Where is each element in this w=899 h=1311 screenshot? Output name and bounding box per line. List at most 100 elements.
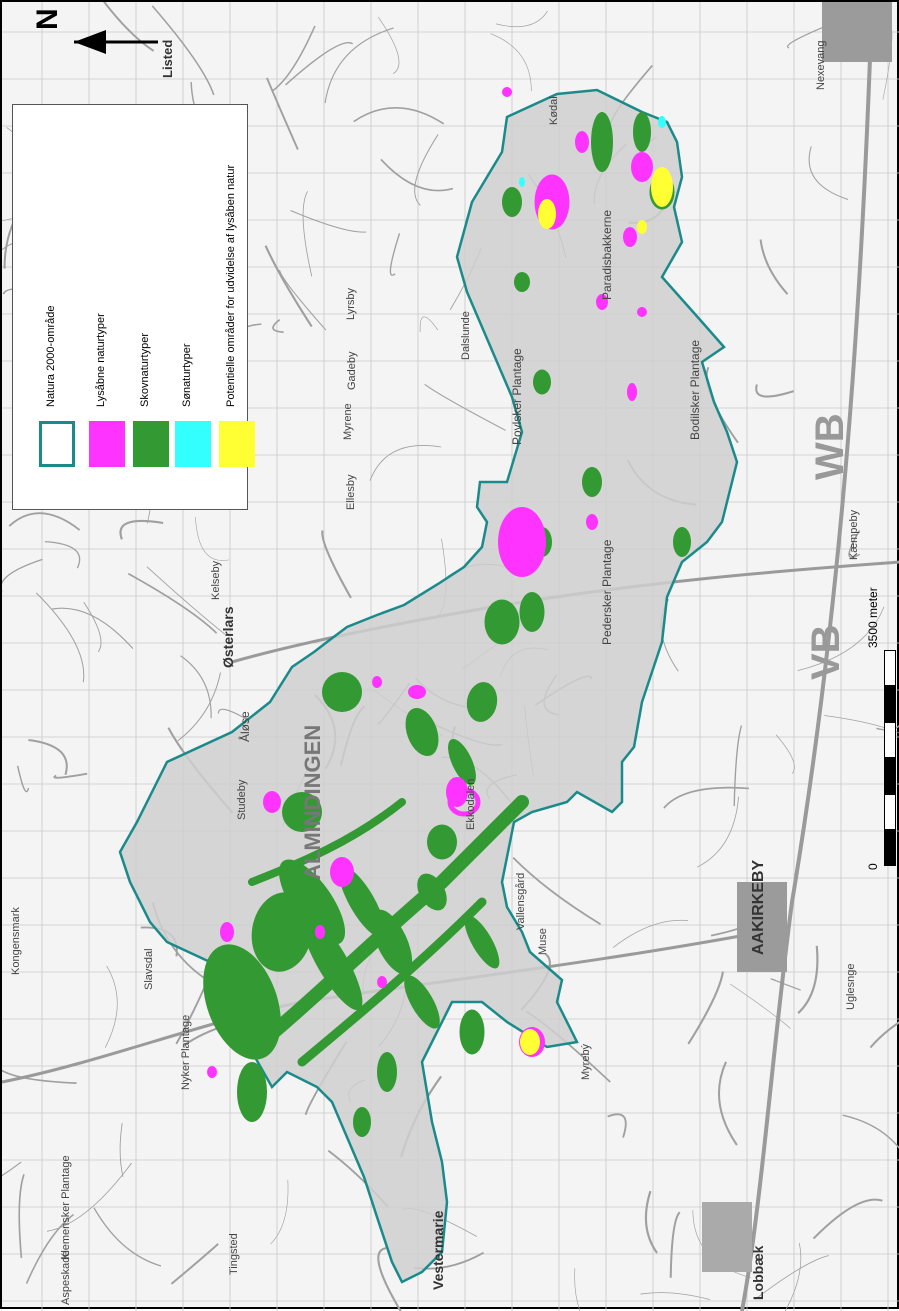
road [876,724,899,731]
legend-swatch [133,421,169,467]
road [53,772,88,779]
place-label: Muse [537,928,549,955]
legend-swatch [39,421,75,467]
legend-label: Potentielle områder for udvidelse af lys… [225,164,237,407]
legend-label: Sønaturtyper [181,343,193,407]
place-label: Østerlars [220,606,236,668]
forest-patch [673,527,691,557]
road [824,715,899,734]
place-label: Pedersker Plantage [600,539,614,645]
forest-patch [582,467,602,497]
place-label: Uglesnge [845,963,857,1010]
potential-area [520,1029,540,1055]
forest-patch [459,1009,485,1055]
place-label: Kelseby [210,560,222,600]
road [127,572,218,634]
road [177,672,221,742]
road [729,983,791,1029]
road [28,738,68,776]
potential-area [651,167,673,207]
forest-patch [237,1062,267,1122]
open-nature-patch [498,507,546,577]
forest-patch [464,915,500,969]
forest-patch [282,792,322,832]
road [842,1114,899,1150]
road [848,530,861,559]
town-aakirkeby [737,882,787,972]
place-label: AAKIRKEBY [750,859,767,955]
forest-patch [353,1107,371,1137]
place-label: Myrene [342,403,354,440]
forest-patch [514,272,530,292]
forest-patch [278,859,346,945]
forest-patch [322,672,362,712]
road [2,1161,22,1177]
road [775,734,795,774]
road [389,233,401,276]
road [16,765,30,793]
road [490,33,532,92]
place-label: Nyker Plantage [180,1014,192,1090]
road [2,558,43,592]
road [755,384,795,398]
forest-patch [405,707,439,757]
open-nature-patch [637,307,647,317]
road [217,708,251,722]
road [44,541,81,569]
place-label: Bodilsker Plantage [688,339,702,440]
road [640,1292,710,1300]
open-nature-patch [502,87,512,97]
road [754,1255,829,1300]
forest-corridor [248,798,406,886]
road [733,725,743,807]
road [271,25,316,93]
place-label: Kødal [548,96,560,125]
north-label: N [31,8,64,30]
road [25,1213,75,1284]
road [93,1207,162,1267]
open-nature-patch [631,152,653,182]
road [119,519,164,540]
place-label: ALMINDINGEN [300,724,325,880]
natura2000-boundary [118,88,739,1284]
north-arrow-icon [28,22,168,72]
road [797,945,819,1014]
place-label: Lyrsby [345,288,357,320]
road [419,316,439,332]
forest-patch [301,913,363,1011]
road [119,1123,124,1177]
road [607,1113,627,1138]
road-label: VB [804,624,848,680]
legend-swatch [89,421,125,467]
potential-area [538,199,556,229]
open-nature-patch [220,922,234,942]
road [414,134,439,206]
road [869,1021,899,1049]
road [151,5,215,96]
open-nature-patch [408,685,426,699]
legend-label: Natura 2000-område [45,305,57,407]
road [46,1162,132,1232]
road [787,26,824,49]
forest-patch [519,592,545,632]
road [18,1174,25,1259]
scale-segment [884,722,896,758]
potential-area [637,220,647,234]
place-label: Gadeby [346,351,358,390]
place-label: Povlsker Plantage [510,348,524,445]
forest-patch [633,112,651,152]
forest-patch [427,824,457,860]
road [8,512,81,531]
open-nature-patch [586,514,598,530]
open-nature-patch [207,1066,217,1078]
road [574,1268,581,1311]
road [808,146,849,200]
forest-corridor [255,795,529,1049]
road [324,27,394,104]
legend-swatch [219,421,255,467]
road [717,1061,738,1146]
forest-patch [377,1052,397,1092]
place-label: Vestermarie [430,1210,446,1290]
road-label: WB [808,413,852,480]
place-label: Aspeskade [60,1250,72,1305]
